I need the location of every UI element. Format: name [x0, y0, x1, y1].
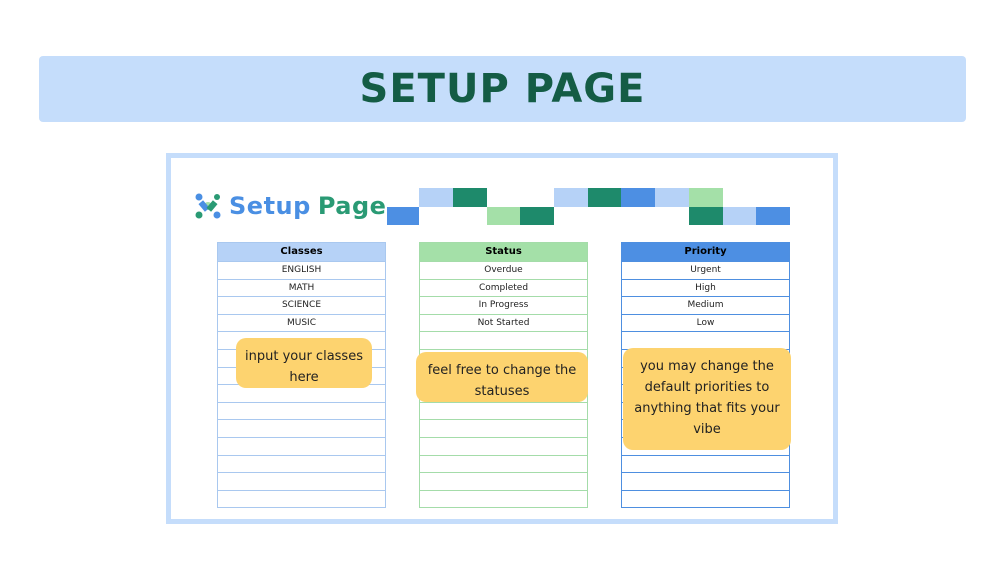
table-row[interactable] [622, 331, 789, 349]
table-row[interactable] [420, 331, 587, 349]
table-row[interactable] [622, 489, 789, 508]
table-row[interactable]: ENGLISH [218, 261, 385, 279]
table-row[interactable] [218, 489, 385, 508]
priority-header: Priority [622, 243, 789, 261]
table-row[interactable] [420, 419, 587, 437]
note-line: here [289, 370, 319, 385]
classes-header: Classes [218, 243, 385, 261]
page-title: SETUP PAGE [359, 66, 646, 112]
table-row[interactable] [420, 472, 587, 490]
classes-table: Classes ENGLISH MATH SCIENCE MUSIC [217, 242, 386, 509]
note-line: statuses [474, 384, 530, 399]
note-line: you may change the [640, 359, 774, 374]
table-row[interactable] [218, 419, 385, 437]
table-row[interactable]: Not Started [420, 313, 587, 332]
table-row[interactable]: In Progress [420, 296, 587, 314]
logo-word-setup: Setup [229, 192, 311, 220]
table-row[interactable] [218, 472, 385, 490]
table-row[interactable] [420, 436, 587, 455]
table-row[interactable] [420, 348, 587, 367]
logo-word-page: Page [317, 192, 387, 220]
table-row[interactable]: MUSIC [218, 313, 385, 332]
status-header: Status [420, 243, 587, 261]
table-row[interactable]: Overdue [420, 261, 587, 279]
title-banner: SETUP PAGE [39, 56, 966, 122]
table-row[interactable] [218, 436, 385, 455]
note-line: feel free to change the [427, 363, 577, 378]
table-row[interactable]: SCIENCE [218, 296, 385, 314]
table-row[interactable]: MATH [218, 278, 385, 297]
table-row[interactable]: Completed [420, 278, 587, 297]
table-row[interactable]: Low [622, 313, 789, 332]
note-line: vibe [693, 422, 721, 437]
note-line: input your classes [245, 349, 363, 364]
table-row[interactable] [218, 331, 385, 349]
table-row[interactable] [218, 401, 385, 420]
status-table: Status Overdue Completed In Progress Not… [419, 242, 588, 509]
puzzle-pieces-icon [195, 193, 221, 219]
table-row[interactable] [420, 401, 587, 420]
note-line: anything that fits your [634, 401, 780, 416]
table-row[interactable] [420, 454, 587, 473]
table-row[interactable]: Medium [622, 296, 789, 314]
table-row[interactable] [420, 489, 587, 508]
status-sticky-note: feel free to change the statuses [416, 352, 588, 402]
table-row[interactable] [622, 472, 789, 490]
table-row[interactable]: Urgent [622, 261, 789, 279]
setup-page-logo: Setup Page [193, 191, 386, 221]
table-row[interactable] [622, 454, 789, 473]
classes-sticky-note: input your classes here [236, 338, 372, 388]
priority-sticky-note: you may change the default priorities to… [623, 348, 791, 450]
table-row[interactable]: High [622, 278, 789, 297]
table-row[interactable] [218, 454, 385, 473]
note-line: default priorities to [644, 380, 770, 395]
